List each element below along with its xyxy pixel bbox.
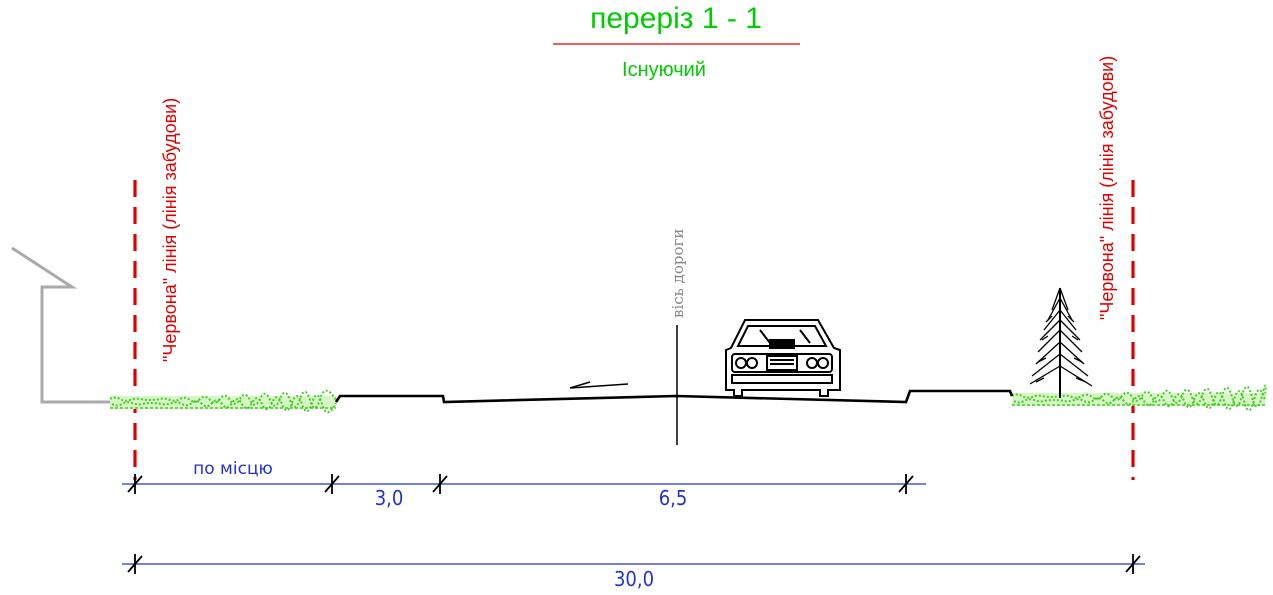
- traffic-arrow: [569, 381, 629, 389]
- dimension-total-label: 30,0: [614, 567, 654, 591]
- section-subtitle: Існуючий: [622, 59, 706, 81]
- dimension-line-top: [122, 474, 926, 494]
- red-line-left-label: "Червона" лінія (лінія забудови): [160, 98, 180, 362]
- building-outline: [11, 246, 112, 404]
- section-title: переріз 1 - 1: [590, 2, 762, 35]
- red-line-right-label: "Червона" лінія (лінія забудови): [1097, 56, 1117, 320]
- dimension-carriageway-label: 6,5: [659, 486, 688, 510]
- dimension-sidewalk-label: по місцю: [193, 459, 273, 479]
- grass-right: [1011, 384, 1267, 412]
- tree-icon: [1029, 287, 1093, 398]
- dimension-verge-label: 3,0: [375, 486, 404, 510]
- car-icon: [725, 319, 841, 397]
- road-profile: [334, 389, 1014, 404]
- dimension-line-total: [122, 554, 1145, 574]
- grass-left: [109, 389, 337, 414]
- road-axis-label: вісь дороги: [669, 229, 687, 318]
